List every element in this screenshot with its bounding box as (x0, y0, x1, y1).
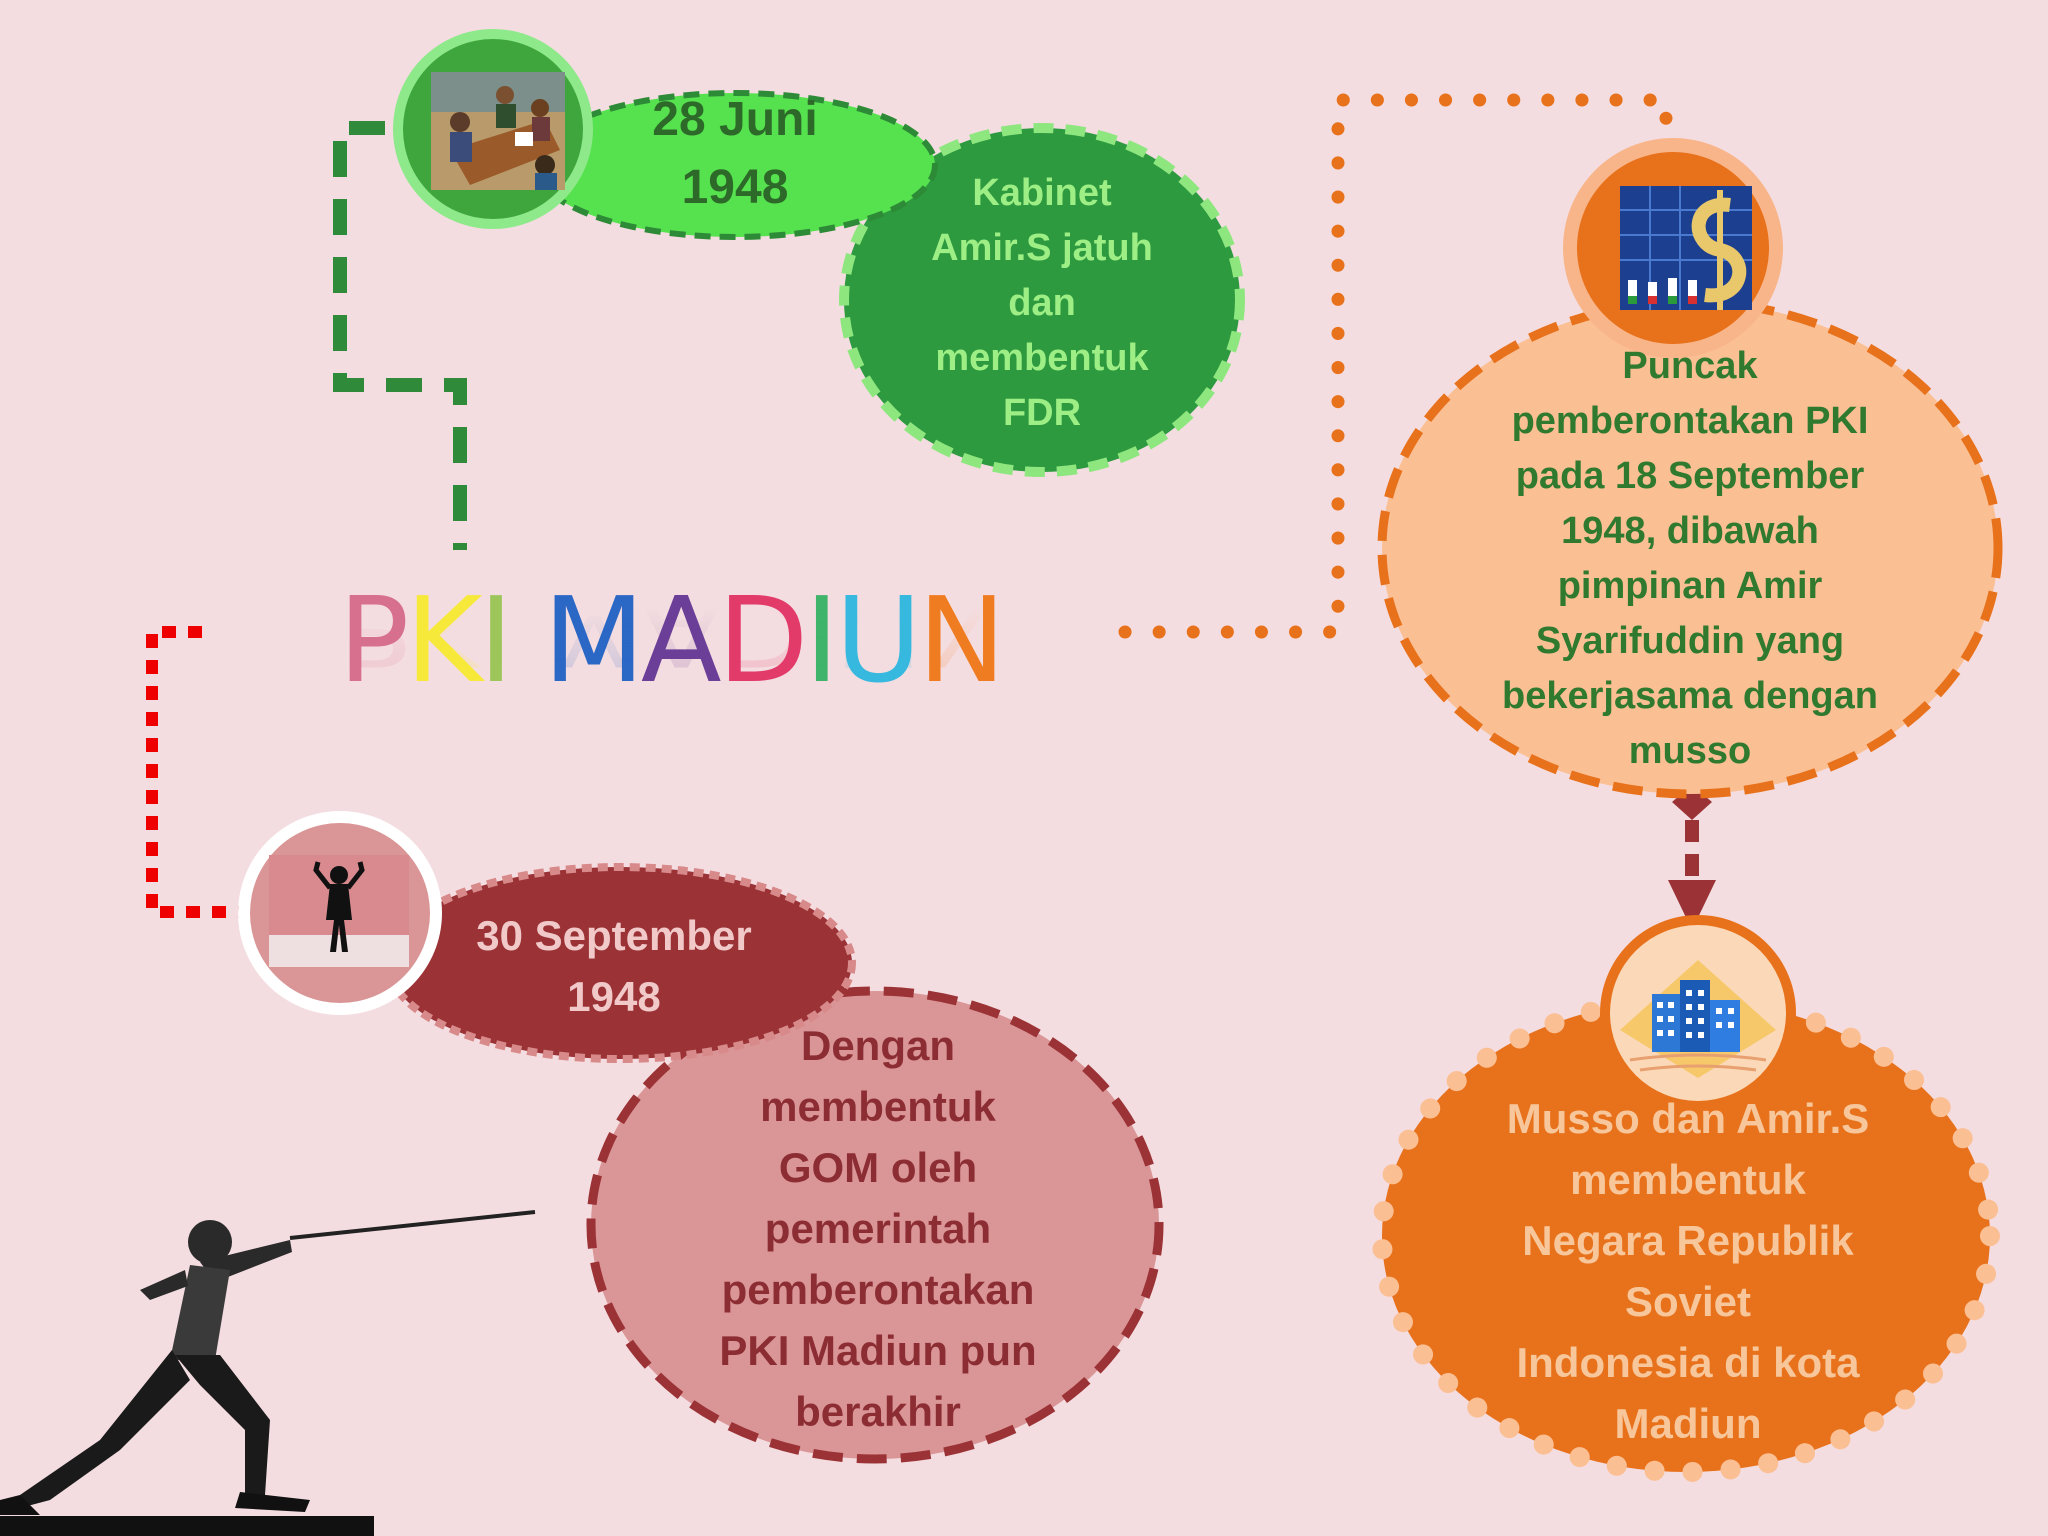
title-letter: K (405, 571, 482, 709)
title-letter: N (917, 571, 1006, 709)
title-letter: U (835, 571, 921, 709)
down-arrow (1668, 785, 1716, 930)
title-letter: A (640, 571, 722, 709)
green-description-ellipse (839, 123, 1245, 477)
title-letter: I (478, 571, 514, 709)
maroon-date-ellipse (384, 863, 856, 1063)
title-letter: P (338, 571, 409, 709)
title-letter: M (543, 571, 645, 709)
title-letter: I (804, 571, 839, 709)
red-connector (146, 626, 242, 918)
orange-top-ellipse (1377, 297, 2003, 799)
fencer-icon (0, 1210, 536, 1536)
title-letter: D (717, 571, 809, 709)
maroon-description-ellipse (586, 986, 1164, 1464)
orange-connector (1118, 93, 1673, 639)
diagram-title: PKI MADIUN (330, 565, 1010, 715)
orange-bottom-ellipse (1372, 990, 2000, 1482)
diagram-title-reflection: PKI MADIUN (330, 582, 1010, 691)
buildings-icon (1620, 960, 1776, 1078)
office-meeting-icon (431, 72, 565, 190)
silhouette-person-icon (269, 855, 409, 967)
dollar-sign-icon (1620, 186, 1752, 310)
green-connector (333, 121, 467, 550)
